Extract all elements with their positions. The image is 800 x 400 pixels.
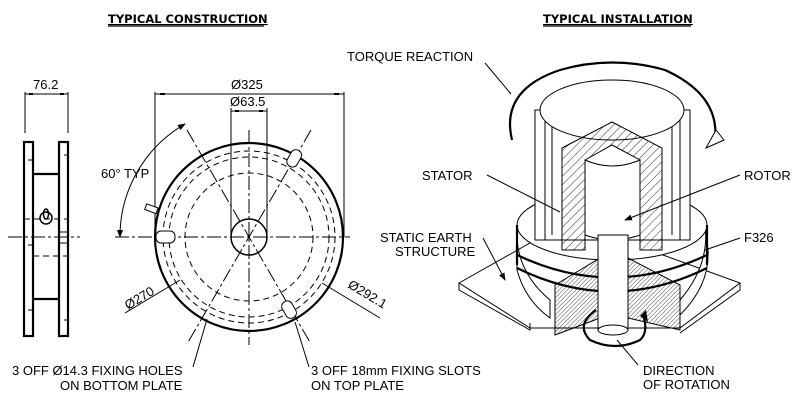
pcd-inner-dimension: Ø270 <box>122 283 157 312</box>
front-view: Ø325 Ø63.5 60° TYP Ø270 Ø292.1 <box>101 77 390 368</box>
slots-note-line1: 3 OFF 18mm FIXING SLOTS <box>311 363 481 378</box>
direction-label-line2: OF ROTATION <box>643 377 730 392</box>
static-earth-label-line2: STRUCTURE <box>395 244 475 259</box>
direction-label-line1: DIRECTION <box>643 363 715 378</box>
pcd-outer-dimension: Ø292.1 <box>345 277 389 312</box>
static-earth-label-line1: STATIC EARTH <box>380 230 472 245</box>
angle-dimension: 60° TYP <box>101 166 149 181</box>
outer-diameter-dimension: Ø325 <box>231 77 263 92</box>
installation-title: TYPICAL INSTALLATION <box>543 12 693 26</box>
bore-diameter-dimension: Ø63.5 <box>230 94 265 109</box>
side-view: 76.2 <box>8 77 80 338</box>
construction-title: TYPICAL CONSTRUCTION <box>108 12 268 26</box>
stator-label: STATOR <box>422 168 473 183</box>
installation-view <box>458 61 742 366</box>
holes-note-line2: ON BOTTOM PLATE <box>60 378 183 393</box>
rotor-label: ROTOR <box>744 168 791 183</box>
holes-note-line1: 3 OFF Ø14.3 FIXING HOLES <box>12 363 183 378</box>
width-dimension: 76.2 <box>33 77 58 92</box>
slots-note-line2: ON TOP PLATE <box>311 378 404 393</box>
torque-reaction-label: TORQUE REACTION <box>347 49 473 64</box>
model-label: F326 <box>744 230 774 245</box>
